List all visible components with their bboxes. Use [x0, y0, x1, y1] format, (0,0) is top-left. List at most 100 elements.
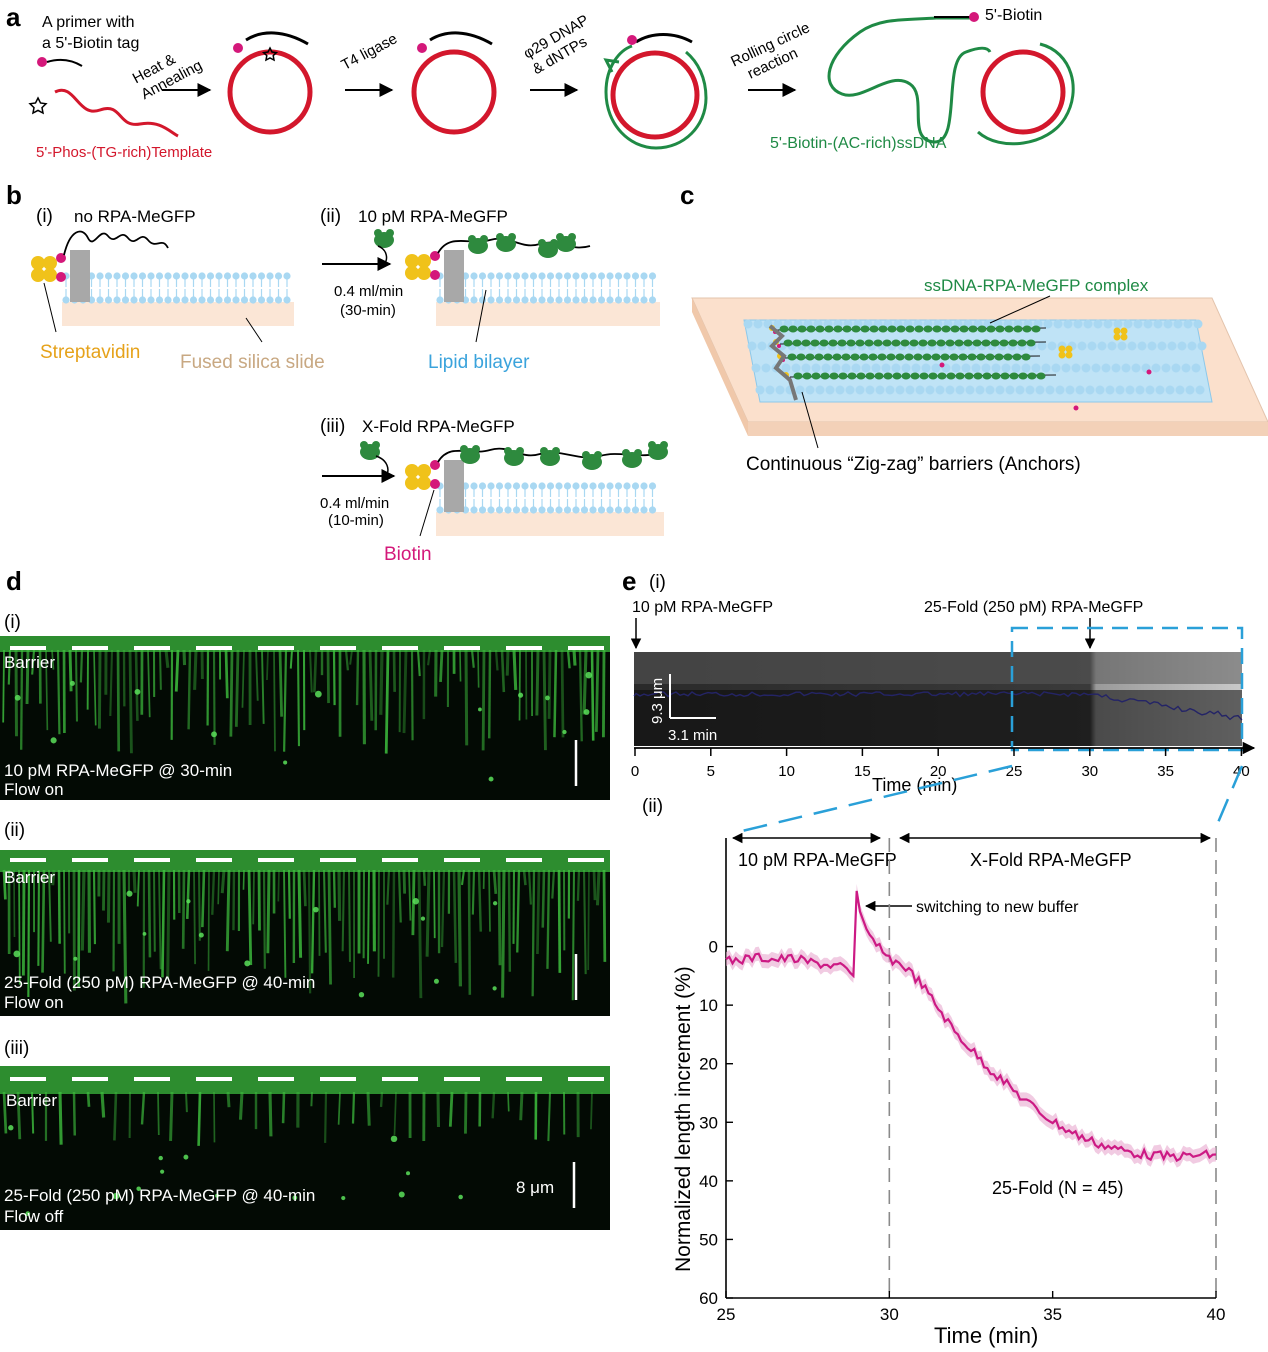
lipid-head [811, 363, 821, 373]
dna-molecule [58, 1091, 63, 1145]
lipid-head [951, 363, 961, 373]
lipid-head [206, 272, 215, 280]
lipid-head [215, 296, 223, 304]
rpa-protein [972, 339, 982, 347]
rpa-protein [883, 372, 893, 380]
lipid-head [1147, 341, 1157, 351]
lipid-head [1193, 319, 1203, 329]
rpa-protein [824, 325, 834, 333]
dna-molecule [464, 649, 469, 746]
lipid-head [198, 296, 206, 304]
rpa-protein [828, 339, 838, 347]
rpa-lobe [568, 233, 576, 241]
lipid-head [971, 363, 981, 373]
lipid-head [606, 482, 614, 490]
x-tick-label: 25 [717, 1305, 736, 1324]
lipid-head [623, 272, 631, 280]
seg2-label: X-Fold RPA-MeGFP [970, 850, 1132, 870]
lipid-head [623, 506, 631, 514]
chart-ylabel: Normalized length increment (%) [672, 966, 695, 1272]
rpa-protein [814, 353, 824, 361]
lipid-head [965, 385, 975, 395]
lipid-head [631, 272, 640, 280]
kymo-tick-label: 5 [707, 763, 715, 780]
lipid-head [572, 296, 580, 304]
lipid-head [487, 272, 495, 280]
lipid-head [1001, 363, 1011, 373]
dna-molecule [266, 649, 269, 681]
lipid-head [1155, 385, 1165, 395]
lipid-head [1113, 319, 1123, 329]
dna-molecule [392, 649, 396, 692]
kymo-start-label: 10 pM RPA-MeGFP [632, 599, 773, 616]
lipid-label: Lipid bilayer [428, 352, 530, 373]
lipid-head [580, 272, 589, 280]
star-icon [261, 46, 279, 62]
lipid-head [563, 272, 572, 280]
dna-molecule [277, 869, 280, 902]
fluorescent-spot [518, 692, 524, 698]
lipid-head [623, 296, 631, 304]
dna-molecule [341, 869, 346, 952]
lipid-head [1131, 363, 1141, 373]
b-i-title: no RPA-MeGFP [74, 207, 196, 226]
lipid-head [1117, 341, 1127, 351]
lipid-head [623, 482, 631, 490]
dna-molecule [327, 869, 332, 985]
dna-molecule [211, 869, 216, 915]
dna-molecule [153, 869, 156, 952]
lipid-head [580, 296, 589, 304]
rpa-protein [886, 353, 896, 361]
rpa-protein [1017, 339, 1027, 347]
rpa-protein [1004, 325, 1014, 333]
lipid-head [62, 296, 70, 304]
dna-molecule [266, 869, 271, 954]
dna-molecule [464, 1091, 468, 1134]
rpa-protein [900, 339, 910, 347]
lipid-head [875, 385, 885, 395]
dna-molecule [100, 1091, 106, 1118]
dna-molecule [547, 649, 552, 719]
rpa-lobe [582, 451, 590, 459]
dna-molecule [7, 649, 12, 685]
lipid-head [597, 506, 606, 514]
rpa-proteins-ii [374, 229, 576, 258]
lipid-head [1115, 385, 1125, 395]
dna-molecule [79, 649, 84, 683]
error-band [726, 883, 1216, 1168]
lipid-head [240, 296, 249, 304]
slide-side [692, 298, 748, 436]
lipid-head [521, 296, 529, 304]
lipid-head [249, 272, 257, 280]
dna-molecule [425, 869, 431, 957]
lipid-head [512, 506, 521, 514]
lipid-head [274, 272, 283, 280]
dna-molecule [224, 649, 229, 699]
lipid-head [504, 272, 512, 280]
dna-molecule [349, 649, 353, 665]
rpa-protein [892, 372, 902, 380]
y-tick-label: 30 [699, 1113, 718, 1132]
lipid-head [504, 506, 512, 514]
barrier-block [70, 250, 90, 302]
barrier-dash [258, 1077, 294, 1081]
rpa-protein [928, 372, 938, 380]
rpa-protein [982, 372, 992, 380]
dna-molecule [197, 869, 201, 941]
fluorescent-spot [13, 950, 21, 958]
rpa-lobe [472, 445, 480, 453]
rpa-protein [837, 339, 847, 347]
dna-molecule [491, 1091, 496, 1119]
barrier-dash [196, 1077, 232, 1081]
dna-molecule [241, 649, 245, 708]
biotin-dot [1146, 369, 1152, 375]
lipid-head [478, 272, 487, 280]
lipid-head [891, 363, 901, 373]
dna-molecule [310, 869, 316, 974]
dna-molecule [318, 869, 321, 956]
lipid-head [614, 272, 623, 280]
dna-molecule [242, 869, 245, 890]
dna-molecule [147, 649, 151, 718]
barrier-dash [258, 858, 294, 862]
barrier-dash [506, 646, 542, 650]
